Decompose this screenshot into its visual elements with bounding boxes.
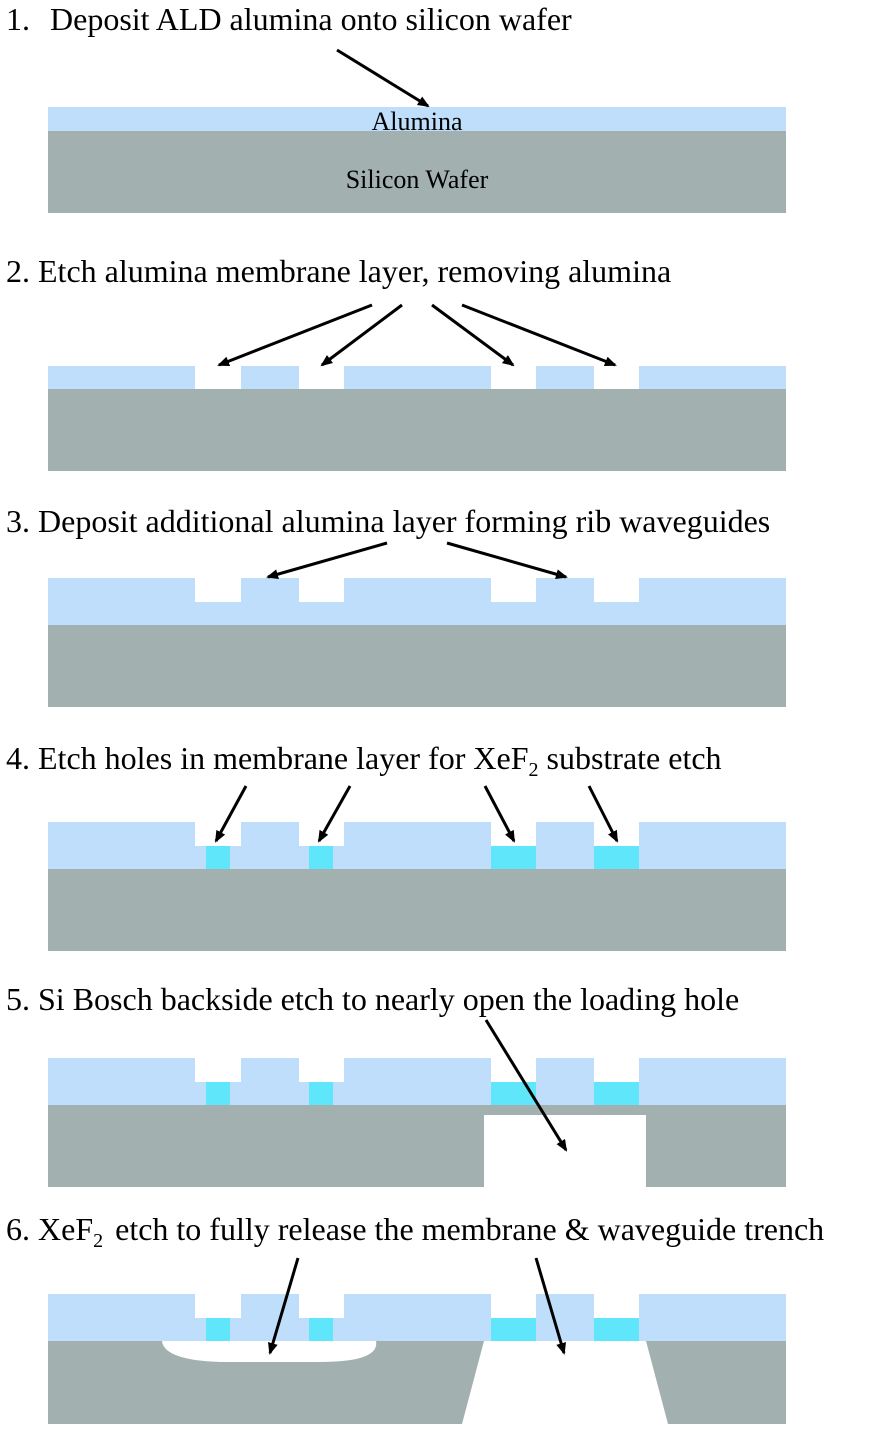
arrow: [217, 303, 373, 367]
silicon-wafer-label: Silicon Wafer: [346, 165, 489, 194]
arrow: [484, 1019, 568, 1152]
etch-hole: [594, 1082, 639, 1105]
alumina-segment: [48, 366, 195, 389]
etch-hole: [491, 1082, 536, 1105]
etch-hole: [206, 1318, 230, 1341]
arrow: [320, 303, 403, 367]
silicon-wafer-layer: [48, 869, 786, 951]
step-1: 1.Deposit ALD alumina onto silicon wafer…: [6, 1, 786, 213]
etch-hole: [309, 846, 333, 869]
step-4-title: 4.Etch holes in membrane layer for XeF2 …: [6, 740, 722, 781]
arrow: [336, 48, 430, 108]
arrow: [214, 785, 248, 843]
arrow: [446, 541, 568, 580]
alumina-label: Alumina: [372, 107, 463, 136]
rib-waveguide-alumina-layer: [48, 1294, 786, 1341]
arrow: [317, 785, 352, 843]
step-1-title: 1.Deposit ALD alumina onto silicon wafer: [6, 1, 572, 37]
step-3-title: 3.Deposit additional alumina layer formi…: [6, 503, 770, 539]
silicon-wafer-layer: [48, 625, 786, 707]
etch-hole: [206, 846, 230, 869]
etch-hole: [594, 1318, 639, 1341]
arrow: [461, 303, 617, 367]
silicon-wafer-layer: [48, 131, 786, 213]
etch-hole: [594, 846, 639, 869]
alumina-segment: [639, 366, 786, 389]
etch-hole: [309, 1318, 333, 1341]
backside-loading-hole: [484, 1115, 646, 1188]
arrow: [534, 1257, 566, 1355]
silicon-wafer-layer: [48, 1341, 786, 1424]
arrow: [431, 303, 515, 367]
arrow: [483, 785, 516, 843]
arrow: [266, 541, 388, 580]
alumina-segment: [344, 366, 491, 389]
rib-waveguide-alumina-layer: [48, 822, 786, 869]
rib-waveguide-alumina-layer: [48, 578, 786, 625]
etch-hole: [309, 1082, 333, 1105]
step-6-title: 6.XeF2 etch to fully release the membran…: [6, 1211, 824, 1252]
silicon-wafer-layer: [48, 389, 786, 471]
alumina-segment: [536, 366, 594, 389]
silicon-wafer-layer: [48, 1105, 786, 1187]
released-trench: [462, 1341, 668, 1424]
step-5-title: 5.Si Bosch backside etch to nearly open …: [6, 981, 739, 1017]
step-2: 2.Etch alumina membrane layer, removing …: [6, 253, 786, 471]
arrow: [587, 785, 619, 843]
step-3: 3.Deposit additional alumina layer formi…: [6, 503, 786, 707]
step-6: 6.XeF2 etch to fully release the membran…: [6, 1211, 824, 1424]
arrow: [268, 1257, 300, 1355]
rib-waveguide-alumina-layer: [48, 1058, 786, 1105]
step-2-title: 2.Etch alumina membrane layer, removing …: [6, 253, 671, 289]
etch-hole: [491, 1318, 536, 1341]
alumina-segment: [241, 366, 299, 389]
etch-hole: [491, 846, 536, 869]
alumina-layer: [48, 107, 786, 131]
step-5: 5.Si Bosch backside etch to nearly open …: [6, 981, 786, 1188]
etch-hole: [206, 1082, 230, 1105]
step-4: 4.Etch holes in membrane layer for XeF2 …: [6, 740, 786, 951]
